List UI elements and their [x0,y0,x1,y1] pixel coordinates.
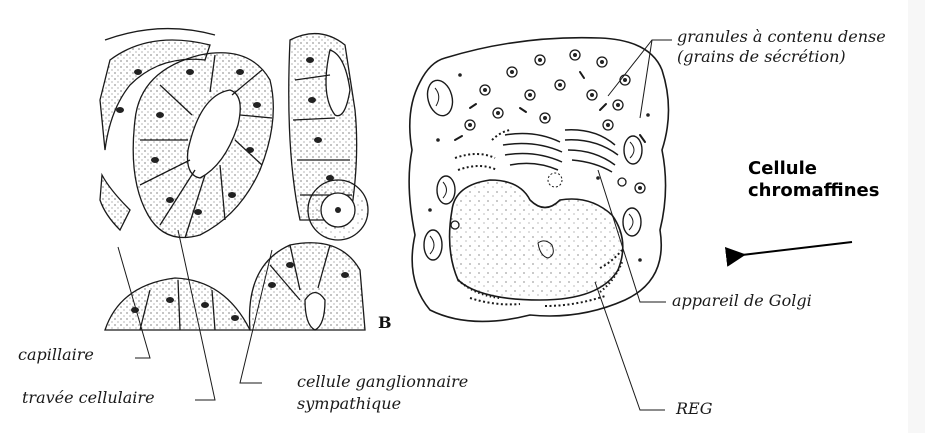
label-ganglion-2: sympathique [297,395,401,413]
title-line-1: Cellule [748,158,879,180]
panel-letter: B [378,313,392,332]
label-capillaire: capillaire [18,346,94,364]
label-granules-2: (grains de sécrétion) [677,48,846,66]
histology-panel [100,29,368,330]
label-reg: REG [676,400,713,418]
label-ganglion-1: cellule ganglionnaire [297,373,468,391]
label-travee: travée cellulaire [22,389,155,407]
pointer-arrow [742,242,852,255]
label-granules-1: granules à contenu dense [677,28,886,46]
label-golgi: appareil de Golgi [672,292,812,310]
title-line-2: chromaffines [748,180,879,202]
cell-title: Cellule chromaffines [748,158,879,202]
